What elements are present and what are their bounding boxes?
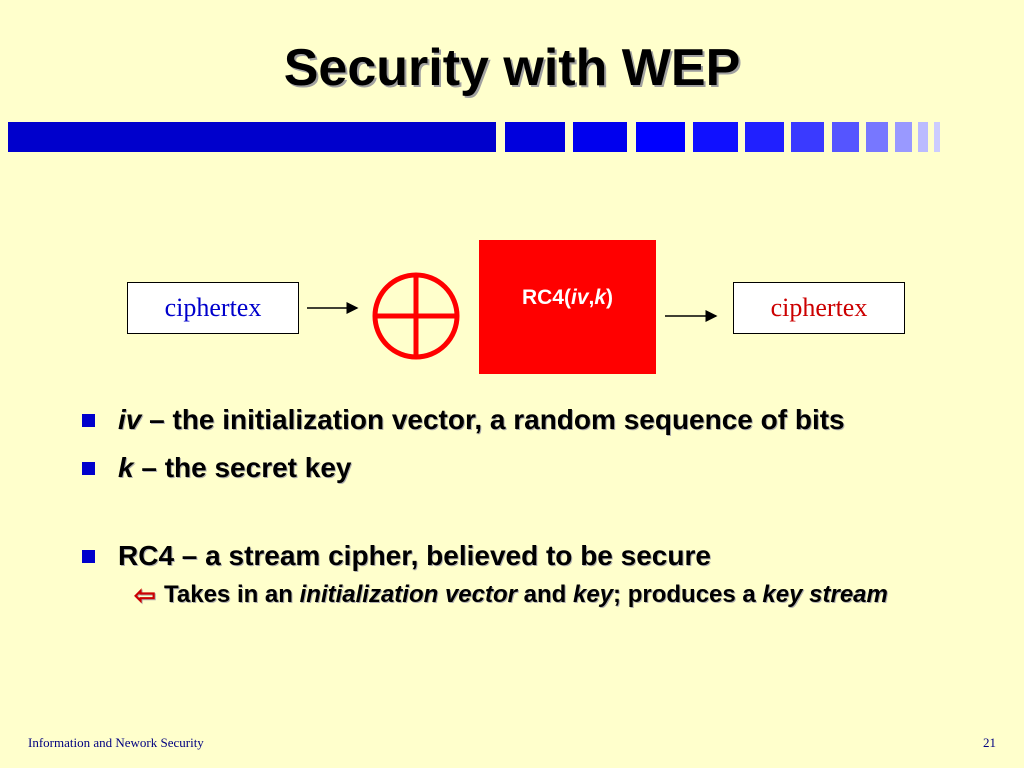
bar-segment (8, 122, 496, 152)
bullet-marker (82, 414, 95, 427)
bullet-iv: iv – the initialization vector, a random… (80, 400, 960, 440)
rc4-k: k (594, 286, 607, 309)
sub-emphasis: key (573, 581, 614, 608)
footer-course: Information and Nework Security (28, 735, 204, 750)
ciphertext-input-box: ciphertex (127, 282, 299, 334)
arrow-left-icon: ⇦ (134, 580, 156, 610)
rc4-comma: , (588, 286, 595, 309)
bullet-marker (82, 550, 95, 563)
bullet-rc4: RC4 – a stream cipher, believed to be se… (80, 536, 960, 576)
bar-segment (636, 122, 685, 152)
sub-text: ; produces a (613, 581, 763, 608)
bullet-text: RC4 – a stream cipher, believed to be se… (118, 540, 711, 571)
rc4-prefix: RC4( (521, 286, 571, 309)
bar-segment (745, 122, 784, 152)
rc4-box: RC4(iv,k) (479, 240, 656, 374)
sub-bullet-rc4: ⇦ Takes in an initialization vector and … (80, 578, 960, 612)
sub-text: Takes in an (164, 581, 300, 608)
bullet-k: k – the secret key (80, 448, 960, 488)
bar-segment (791, 122, 824, 152)
bar-segment (573, 122, 627, 152)
page-number: 21 (983, 735, 996, 750)
slide-title: Security with WEP (283, 39, 741, 97)
rc4-suffix: ) (606, 286, 614, 309)
bar-segment (866, 122, 888, 152)
bar-segment (505, 122, 565, 152)
rc4-iv: iv (570, 286, 589, 309)
sub-emphasis: initialization vector (299, 581, 517, 608)
bullet-list: iv – the initialization vector, a random… (80, 400, 960, 612)
bullet-term: iv (118, 404, 142, 435)
bar-segment (693, 122, 738, 152)
ciphertext-output-box: ciphertex (733, 282, 905, 334)
bar-segment (918, 122, 928, 152)
bullet-marker (82, 462, 95, 475)
sub-emphasis: key stream (762, 581, 888, 608)
bar-segment (832, 122, 859, 152)
xor-icon (372, 272, 460, 360)
bullet-term: k (118, 452, 134, 483)
bar-segment (895, 122, 912, 152)
sub-text: and (516, 581, 573, 608)
bullet-text: – the initialization vector, a random se… (141, 404, 845, 435)
bar-segment (934, 122, 940, 152)
bullet-text: – the secret key (133, 452, 352, 483)
